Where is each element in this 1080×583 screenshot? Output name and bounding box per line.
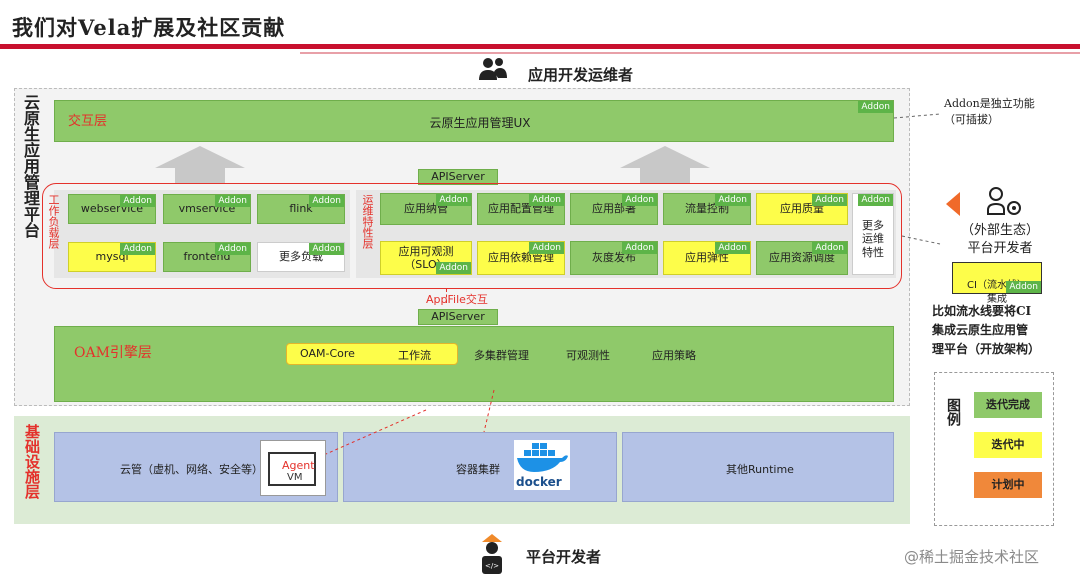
appfile-label: AppFile交互 — [426, 293, 488, 306]
base-other-runtime-label: 其他Runtime — [726, 463, 794, 476]
base-cloud-management-label: 云管（虚机、网络、安全等） — [120, 463, 263, 476]
addon-tag: Addon — [858, 101, 893, 113]
title-divider — [0, 44, 1080, 49]
legend-title: 图例 — [945, 398, 961, 426]
vm-label: VM — [287, 472, 303, 483]
up-arrow-left — [155, 146, 245, 184]
extension-container — [42, 183, 902, 289]
platform-dev-label: （外部生态） 平台开发者 — [960, 223, 1039, 256]
base-layer-label: 基础设施层 — [23, 424, 41, 499]
oam-app-policy: 应用策略 — [652, 349, 696, 362]
oam-multicluster: 多集群管理 — [474, 349, 529, 362]
up-arrow-right — [620, 146, 710, 184]
oam-core-box — [286, 343, 458, 365]
oam-layer-label: OAM引擎层 — [74, 345, 152, 361]
watermark: @稀土掘金技术社区 — [904, 548, 1040, 566]
apiserver-top: APIServer — [418, 169, 498, 185]
legend — [934, 372, 1054, 526]
base-container-cluster-label: 容器集群 — [456, 463, 500, 476]
developer-icon: </> — [478, 532, 506, 578]
interaction-layer-label: 交互层 — [68, 114, 108, 129]
ci-integration-box: CI（流水线） 集成 Addon — [952, 262, 1042, 305]
svg-text:</>: </> — [485, 562, 499, 570]
base-other-runtime — [622, 432, 894, 502]
docker-logo-text: docker — [516, 475, 562, 489]
page-title: 我们对Vela扩展及社区贡献 — [12, 15, 286, 40]
oam-layer — [54, 326, 894, 402]
bottom-user-label: 平台开发者 — [526, 548, 602, 566]
interaction-layer-center: 云原生应用管理UX — [429, 116, 531, 130]
vm-frame-icon — [268, 452, 316, 486]
oam-core: OAM-Core — [300, 347, 355, 360]
docker-logo-icon — [514, 440, 570, 490]
git-developer-icon — [986, 186, 1022, 218]
legend-item-planned: 计划中 — [974, 472, 1042, 498]
legend-item-in-progress: 迭代中 — [974, 432, 1042, 458]
base-container-cluster — [343, 432, 617, 502]
left-arrow-icon — [946, 192, 960, 216]
apiserver-bottom: APIServer — [418, 309, 498, 325]
workload-layer-label: 工作负载层 — [47, 194, 60, 249]
addon-note: Addon是独立功能 （可插拔） — [944, 97, 1035, 126]
legend-item-done: 迭代完成 — [974, 392, 1042, 418]
ci-note: 比如流水线要将CI 集成云原生应用管 理平台（开放架构） — [932, 304, 1041, 356]
appfile-arrow — [446, 289, 447, 303]
platform-label: 云原生应用管理平台 — [21, 94, 40, 238]
ops-observability-slo: 应用可观测 （SLO） Addon — [380, 241, 472, 275]
title-divider-thin — [300, 52, 1080, 54]
top-user-label: 应用开发运维者 — [528, 66, 634, 84]
interaction-layer: Addon — [54, 100, 894, 142]
agent-label: Agent — [282, 459, 315, 472]
ops-layer-label: 运维特性层 — [361, 194, 374, 249]
user-group-icon — [478, 56, 508, 82]
oam-workflow: 工作流 — [398, 349, 431, 362]
oam-observability: 可观测性 — [566, 349, 610, 362]
